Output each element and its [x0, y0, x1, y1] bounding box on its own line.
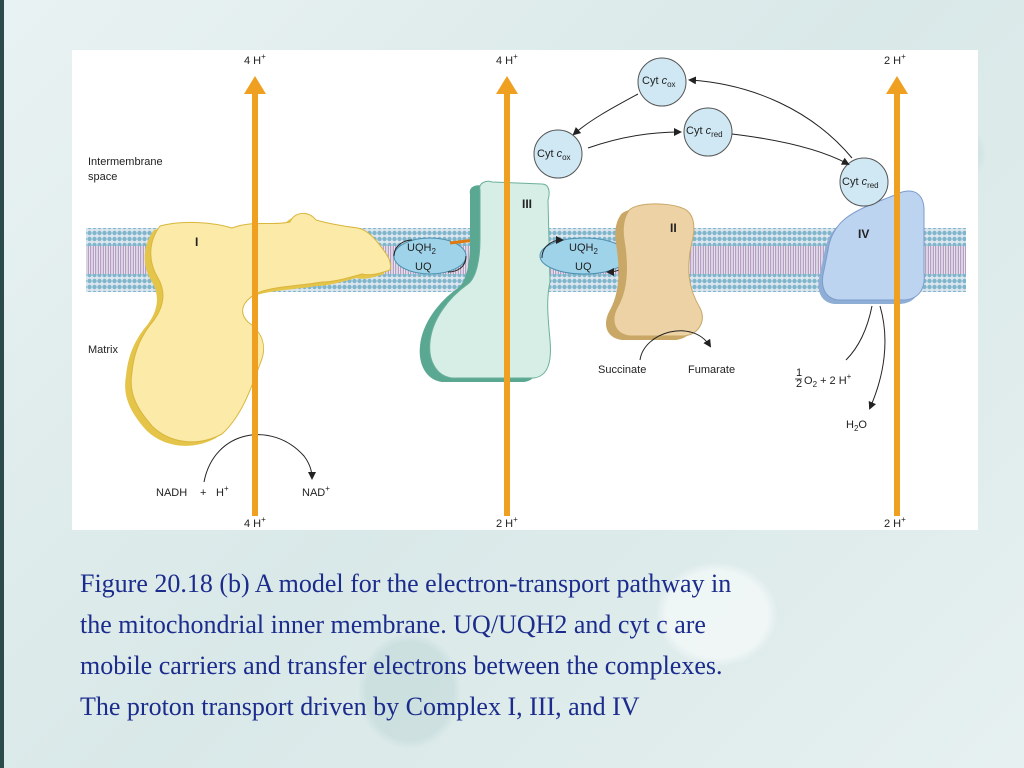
o2-label: O	[804, 375, 813, 387]
uq-right-label: UQ	[575, 261, 592, 273]
svg-text:O2 + 2 H+: O2 + 2 H+	[804, 372, 852, 389]
c1-bottom-charge: +	[261, 515, 266, 524]
c3-bottom-protons: 2 H	[496, 518, 513, 530]
cyt-c-red-mid-sub: red	[711, 130, 723, 139]
nadh-label: NADH	[156, 487, 187, 499]
svg-text:2 H+: 2 H+	[884, 52, 906, 67]
svg-text:UQH2: UQH2	[407, 242, 436, 256]
c3-top-protons: 4 H	[496, 55, 513, 67]
complex-i: I	[125, 213, 391, 446]
space-label: space	[88, 171, 117, 183]
c1-top-protons: 4 H	[244, 55, 261, 67]
complex-iii-label: III	[522, 197, 532, 211]
cyt-c-red-right-prefix: Cyt	[842, 176, 862, 188]
svg-text:Cyt cred: Cyt cred	[842, 176, 879, 190]
c3-top-charge: +	[513, 52, 518, 61]
complex-ii: II	[606, 203, 703, 340]
svg-text:2 H+: 2 H+	[884, 515, 906, 530]
uqh2-right-label: UQH	[569, 242, 594, 254]
cyt-c-ox-left-letter: c	[557, 148, 563, 160]
half-denominator: 2	[796, 378, 802, 390]
uq-carrier-left: UQH2 UQ	[393, 230, 498, 275]
svg-text:4 H+: 4 H+	[244, 52, 266, 67]
cyt-c-ox-top: Cyt cox	[637, 57, 687, 107]
cyt-c-ox-top-sub: ox	[667, 80, 675, 89]
cyt-c-red-mid: Cyt cred	[683, 107, 733, 157]
cyt-c-red-right-sub: red	[867, 181, 879, 190]
o2-sub: 2	[813, 380, 818, 389]
cyt-c-red-mid-prefix: Cyt	[686, 125, 706, 137]
left-border-rule	[0, 0, 4, 768]
intermembrane-label: Intermembrane	[88, 156, 163, 168]
complex-iv-label: IV	[858, 227, 869, 241]
caption-line-2: the mitochondrial inner membrane. UQ/UQH…	[80, 610, 706, 639]
uq-carrier-right: UQH2 UQ	[539, 236, 629, 276]
cyt-c-red-mid-letter: c	[706, 125, 712, 137]
svg-text:H+: H+	[216, 484, 229, 499]
uqh2-right-sub: 2	[593, 247, 598, 256]
cyt-c-ox-top-prefix: Cyt	[642, 75, 662, 87]
c4-bottom-protons: 2 H	[884, 518, 901, 530]
svg-text:Cyt cox: Cyt cox	[642, 75, 676, 89]
svg-text:4 H+: 4 H+	[496, 52, 518, 67]
c4-bottom-charge: +	[901, 515, 906, 524]
svg-text:NAD+: NAD+	[302, 484, 330, 499]
cyt-c-ox-top-letter: c	[662, 75, 668, 87]
nadh-reaction: NADH + H+ NAD+	[156, 434, 330, 499]
oxygen-reduction: 1 2 O2 + 2 H+ H2O	[795, 305, 886, 433]
nadh-h-charge: +	[224, 484, 229, 493]
svg-text:Cyt cox: Cyt cox	[537, 148, 571, 162]
proton-arrow-complex-iii	[496, 76, 518, 516]
uqh2-left-sub: 2	[431, 247, 436, 256]
uq-left-label: UQ	[415, 261, 432, 273]
nadh-h-label: H	[216, 487, 224, 499]
complex-i-label: I	[195, 235, 198, 249]
succinate-label: Succinate	[598, 364, 646, 376]
plus-2h-label: + 2 H	[817, 375, 847, 387]
cyt-c-ox-left-sub: ox	[562, 153, 570, 162]
h2o-o: O	[858, 419, 867, 431]
figure-caption: Figure 20.18 (b) A model for the electro…	[80, 563, 980, 727]
proton-arrow-complex-iv	[886, 76, 908, 516]
cyt-c-red-right: Cyt cred	[839, 157, 889, 207]
svg-text:H2O: H2O	[846, 419, 867, 433]
complex-ii-label: II	[670, 221, 677, 235]
electron-transport-diagram: Intermembrane space Matrix I UQH2 UQ III…	[72, 50, 978, 530]
cyt-c-ox-left: Cyt cox	[533, 129, 583, 179]
c4-top-protons: 2 H	[884, 55, 901, 67]
caption-line-3: mobile carriers and transfer electrons b…	[80, 651, 723, 680]
c3-bottom-charge: +	[513, 515, 518, 524]
svg-text:4 H+: 4 H+	[244, 515, 266, 530]
half-numerator: 1	[796, 367, 802, 379]
uqh2-left-label: UQH	[407, 242, 432, 254]
nad-label: NAD	[302, 487, 325, 499]
proton-arrow-complex-i	[244, 76, 266, 516]
cyt-c-ox-left-prefix: Cyt	[537, 148, 557, 160]
h2o-h: H	[846, 419, 854, 431]
caption-line-4: The proton transport driven by Complex I…	[80, 692, 640, 721]
svg-text:UQH2: UQH2	[569, 242, 598, 256]
nad-charge: +	[325, 484, 330, 493]
fumarate-label: Fumarate	[688, 364, 735, 376]
cyt-c-red-right-letter: c	[862, 176, 868, 188]
caption-line-1: Figure 20.18 (b) A model for the electro…	[80, 569, 732, 598]
c1-top-charge: +	[261, 52, 266, 61]
svg-text:2 H+: 2 H+	[496, 515, 518, 530]
h2o-sub: 2	[854, 424, 859, 433]
matrix-label: Matrix	[88, 344, 118, 356]
plus-2h-charge: +	[847, 372, 852, 381]
complex-iv: IV	[818, 190, 925, 304]
svg-text:Cyt cred: Cyt cred	[686, 125, 723, 139]
c4-top-charge: +	[901, 52, 906, 61]
cyt-c-cycle-arrows	[572, 76, 853, 165]
complex-iii: III	[419, 180, 551, 382]
nadh-plus: +	[200, 487, 206, 499]
c1-bottom-protons: 4 H	[244, 518, 261, 530]
